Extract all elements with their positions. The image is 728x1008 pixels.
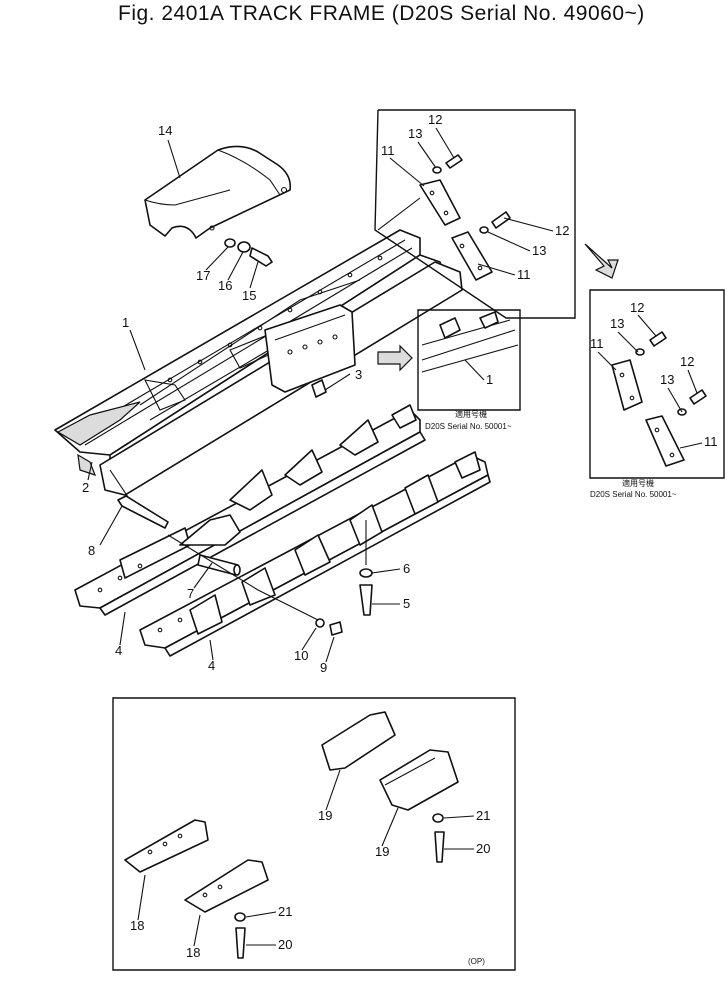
callout-14: 14 [158, 123, 172, 138]
callout-12b: 12 [555, 223, 569, 238]
applic-note-1: D20S Serial No. 50001~ [425, 422, 512, 431]
title-main: Fig. 2401A TRACK FRAME [118, 2, 386, 25]
inset-box-upper [374, 109, 576, 319]
callout-11a: 11 [381, 143, 395, 158]
callout-19b: 19 [375, 844, 389, 859]
callout-15: 15 [242, 288, 256, 303]
callout-7: 7 [187, 586, 194, 601]
callout-18a: 18 [130, 918, 144, 933]
callout-21a: 21 [476, 808, 490, 823]
inset-box-right [589, 289, 725, 479]
track-guard-4-outer [74, 404, 426, 616]
track-guard-4-inner [139, 451, 491, 657]
callout-labels: 14 17 16 15 1 2 3 12 13 11 12 13 11 1 12… [82, 112, 718, 960]
bolt-set-15-16-17 [224, 238, 273, 267]
frame-holes [167, 255, 383, 383]
bolt-8 [117, 495, 169, 529]
callout-16: 16 [218, 278, 232, 293]
callout-13a: 13 [408, 126, 422, 141]
callout-11c: 11 [590, 336, 604, 351]
callout-4b: 4 [208, 658, 215, 673]
callout-20a: 20 [476, 841, 490, 856]
inset-box-middle [417, 309, 521, 411]
option-note: (OP) [468, 957, 485, 966]
callout-11d: 11 [704, 434, 718, 449]
bracket-plate-3 [264, 304, 356, 398]
option-box [112, 697, 516, 971]
title-serial: D20S Serial No. 49060~ [399, 2, 638, 25]
callout-8: 8 [88, 543, 95, 558]
figure-title: Fig. 2401A TRACK FRAME (D20S Serial No. … [118, 2, 645, 26]
callout-5: 5 [403, 596, 410, 611]
title-serial-bracket: (D20S Serial No. 49060~) [391, 2, 645, 25]
callout-19a: 19 [318, 808, 332, 823]
callout-4a: 4 [115, 643, 122, 658]
applic-jp-1: 適用号機 [455, 409, 487, 419]
washer-10-nut-9 [315, 618, 343, 636]
hatched-arrows [377, 243, 619, 372]
callout-12c: 12 [630, 300, 644, 315]
callout-1: 1 [122, 315, 129, 330]
callout-11b: 11 [517, 267, 531, 282]
callout-13b: 13 [532, 243, 546, 258]
leader-lines [87, 127, 703, 947]
callout-10: 10 [294, 648, 308, 663]
washer-6-bolt-5 [359, 568, 373, 616]
callout-12a: 12 [428, 112, 442, 127]
callout-21b: 21 [278, 904, 292, 919]
callout-13d: 13 [660, 372, 674, 387]
callout-1b: 1 [486, 372, 493, 387]
applic-note-2: D20S Serial No. 50001~ [590, 490, 677, 499]
callout-20b: 20 [278, 937, 292, 952]
callout-17: 17 [196, 268, 210, 283]
pin-7 [197, 554, 241, 576]
callout-18b: 18 [186, 945, 200, 960]
callout-6: 6 [403, 561, 410, 576]
callout-9: 9 [320, 660, 327, 675]
callout-12d: 12 [680, 354, 694, 369]
callout-3: 3 [355, 367, 362, 382]
callout-2: 2 [82, 480, 89, 495]
applic-jp-2: 適用号機 [622, 478, 654, 488]
cover-14 [144, 145, 292, 239]
callout-13c: 13 [610, 316, 624, 331]
